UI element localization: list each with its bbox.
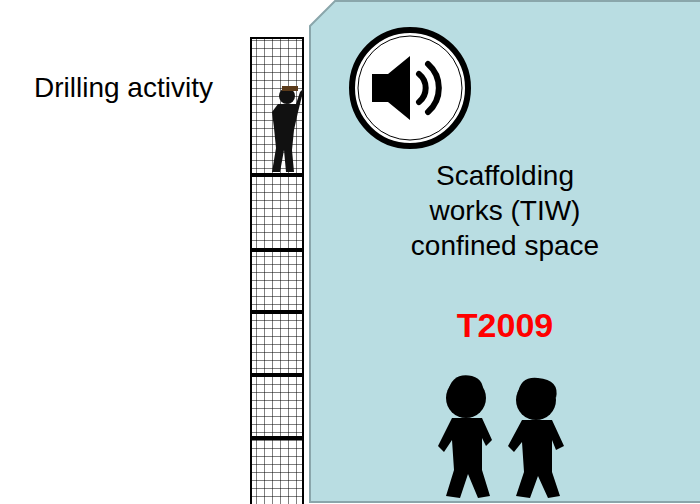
speaker-icon: [352, 30, 468, 146]
panel-shape: [310, 1, 700, 502]
activity-label: Drilling activity: [34, 71, 213, 105]
area-code: T2009: [405, 305, 605, 345]
scaffolding: [251, 38, 303, 504]
scaffold-bar: [251, 436, 303, 440]
scaffold-bar: [251, 373, 303, 377]
scaffold-mesh: [251, 38, 303, 504]
scaffold-bar: [251, 248, 303, 252]
area-description: Scaffolding works (TIW) confined space: [403, 158, 608, 263]
driller-silhouette: [272, 86, 304, 172]
scaffold-bar: [251, 173, 303, 177]
work-area-panel: Scaffolding works (TIW) confined spaceT2…: [309, 0, 700, 504]
scaffold-bar: [251, 310, 303, 314]
